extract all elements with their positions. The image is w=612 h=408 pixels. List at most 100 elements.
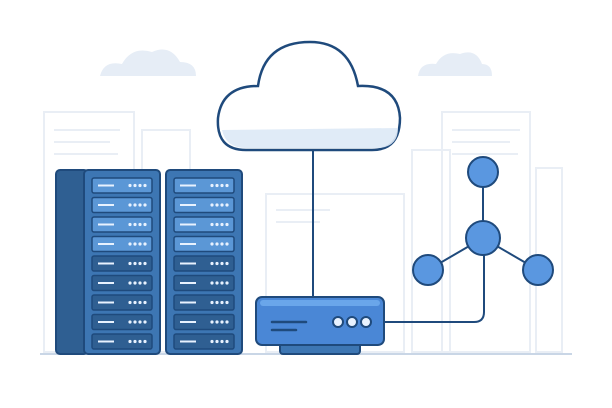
server-unit-led	[138, 320, 142, 324]
server-unit-led	[225, 203, 229, 207]
server-unit-led	[215, 320, 219, 324]
server-unit-led	[225, 222, 229, 227]
server-unit-led	[225, 300, 229, 305]
server-unit-led	[220, 242, 224, 246]
server-rack-icon	[55, 169, 243, 355]
server-unit	[173, 216, 235, 233]
server-unit-led	[215, 339, 219, 344]
cloud-shape	[216, 40, 402, 152]
server-unit-led	[143, 261, 147, 266]
router-to-network-wire	[384, 238, 485, 323]
server-unit-led	[133, 203, 137, 207]
server-unit	[91, 177, 153, 194]
server-unit-led	[143, 222, 147, 227]
server-unit-led	[220, 222, 224, 227]
server-unit	[173, 333, 235, 350]
network-node-center	[465, 220, 501, 256]
server-unit-led	[133, 320, 137, 324]
cloud-icon	[216, 40, 402, 152]
server-unit-led	[210, 203, 214, 207]
router-led	[346, 316, 358, 328]
server-unit-led	[210, 281, 214, 285]
server-unit-led	[225, 183, 229, 188]
server-unit-panel	[173, 274, 235, 292]
server-unit-panel	[91, 313, 153, 331]
server-unit-led	[128, 183, 132, 188]
server-unit-led	[220, 183, 224, 188]
server-unit-led	[215, 242, 219, 246]
server-unit-led	[133, 261, 137, 266]
server-unit-panel	[91, 255, 153, 272]
server-unit-led	[143, 203, 147, 207]
server-unit-led	[220, 261, 224, 266]
server-unit-led	[143, 183, 147, 188]
server-unit	[173, 274, 235, 292]
server-unit-led	[225, 281, 229, 285]
server-unit-led	[138, 281, 142, 285]
server-unit-led	[138, 222, 142, 227]
server-unit	[173, 235, 235, 253]
server-unit	[91, 294, 153, 311]
server-unit-led	[128, 300, 132, 305]
background-cloud-right	[418, 52, 492, 76]
server-unit-led	[225, 339, 229, 344]
server-unit-led	[143, 339, 147, 344]
server-unit-led	[210, 300, 214, 305]
server-unit-led	[143, 281, 147, 285]
server-unit-led	[215, 183, 219, 188]
server-unit-led	[210, 339, 214, 344]
server-unit	[91, 313, 153, 331]
cloud-shadow	[222, 128, 398, 148]
server-unit-panel	[173, 177, 235, 194]
server-unit-led	[215, 281, 219, 285]
server-unit-led	[215, 300, 219, 305]
server-unit	[91, 333, 153, 350]
server-unit-led	[138, 261, 142, 266]
server-unit-panel	[91, 235, 153, 253]
server-unit-led	[220, 281, 224, 285]
server-unit-panel	[91, 274, 153, 292]
server-unit-led	[210, 320, 214, 324]
background-building	[411, 149, 451, 353]
server-unit-panel	[173, 333, 235, 350]
server-unit-led	[143, 300, 147, 305]
network-nodes-icon	[412, 156, 554, 286]
network-node-top	[467, 156, 499, 188]
server-unit-led	[215, 222, 219, 227]
background-clouds	[100, 49, 492, 76]
server-unit-led	[220, 339, 224, 344]
server-unit	[173, 177, 235, 194]
network-node-left	[412, 254, 444, 286]
server-unit-led	[138, 242, 142, 246]
server-unit-led	[128, 339, 132, 344]
background-cloud-left	[100, 49, 196, 76]
server-unit-led	[220, 300, 224, 305]
network-node-right	[522, 254, 554, 286]
server-unit-led	[225, 261, 229, 266]
server-unit	[91, 255, 153, 272]
server-unit-led	[215, 203, 219, 207]
server-unit-panel	[91, 333, 153, 350]
server-unit-led	[128, 320, 132, 324]
server-unit	[91, 235, 153, 253]
background-building	[441, 111, 531, 353]
server-unit-panel	[91, 196, 153, 214]
server-unit	[91, 274, 153, 292]
server-rack	[165, 169, 243, 355]
router-led	[332, 316, 344, 328]
server-unit-led	[138, 339, 142, 344]
server-unit-led	[220, 320, 224, 324]
server-unit-led	[133, 281, 137, 285]
router-top-highlight	[260, 300, 380, 306]
server-unit-led	[138, 203, 142, 207]
server-unit-led	[138, 300, 142, 305]
server-unit-panel	[173, 255, 235, 272]
router-icon	[255, 296, 385, 355]
server-unit-led	[128, 203, 132, 207]
server-unit-led	[133, 339, 137, 344]
server-unit-panel	[91, 294, 153, 311]
server-unit	[173, 255, 235, 272]
server-unit-led	[220, 203, 224, 207]
server-unit-panel	[173, 313, 235, 331]
